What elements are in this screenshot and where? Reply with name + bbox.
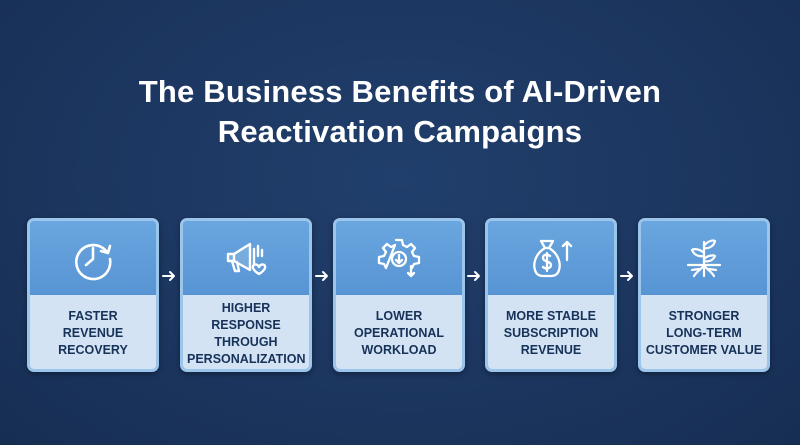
title-line-1: The Business Benefits of AI-Driven (138, 74, 662, 109)
benefit-label: LOWER OPERATIONAL WORKLOAD (353, 309, 445, 357)
benefit-card-customer-value: STRONGER LONG-TERM CUSTOMER VALUE (638, 218, 770, 372)
card-icon-area (30, 221, 156, 295)
benefit-card-higher-response: HIGHER RESPONSE THROUGH PERSONALIZATION (180, 218, 312, 372)
benefit-label: STRONGER LONG-TERM CUSTOMER VALUE (645, 309, 763, 357)
benefit-label: HIGHER RESPONSE THROUGH PERSONALIZATION (187, 300, 306, 366)
megaphone-heart-icon (226, 242, 267, 276)
sprout-icon (686, 239, 722, 278)
card-label-area: MORE STABLE SUBSCRIPTION REVENUE (488, 295, 614, 369)
benefit-card-faster-revenue-recovery: FASTER REVENUE RECOVERY (27, 218, 159, 372)
card-label-area: HIGHER RESPONSE THROUGH PERSONALIZATION (183, 295, 309, 369)
title-line-2: Reactivation Campaigns (217, 114, 583, 149)
benefit-card-lower-workload: LOWER OPERATIONAL WORKLOAD (333, 218, 465, 372)
arrow-right-icon (619, 268, 635, 284)
money-bag-up-arrow-icon (533, 239, 573, 278)
card-icon-area (183, 221, 309, 295)
clock-icon (75, 243, 112, 281)
arrow-right-icon (466, 268, 482, 284)
card-icon-area (641, 221, 767, 295)
benefit-label: MORE STABLE SUBSCRIPTION REVENUE (503, 309, 599, 357)
card-icon-area (488, 221, 614, 295)
page-title: The Business Benefits of AI-Driven React… (0, 72, 800, 152)
arrow-right-icon (314, 268, 330, 284)
gear-down-arrow-icon (377, 238, 421, 278)
benefit-card-stable-revenue: MORE STABLE SUBSCRIPTION REVENUE (485, 218, 617, 372)
benefit-label: FASTER REVENUE RECOVERY (58, 309, 128, 357)
card-icon-area (336, 221, 462, 295)
card-label-area: FASTER REVENUE RECOVERY (30, 295, 156, 369)
card-label-area: STRONGER LONG-TERM CUSTOMER VALUE (641, 295, 767, 369)
arrow-right-icon (161, 268, 177, 284)
card-label-area: LOWER OPERATIONAL WORKLOAD (336, 295, 462, 369)
